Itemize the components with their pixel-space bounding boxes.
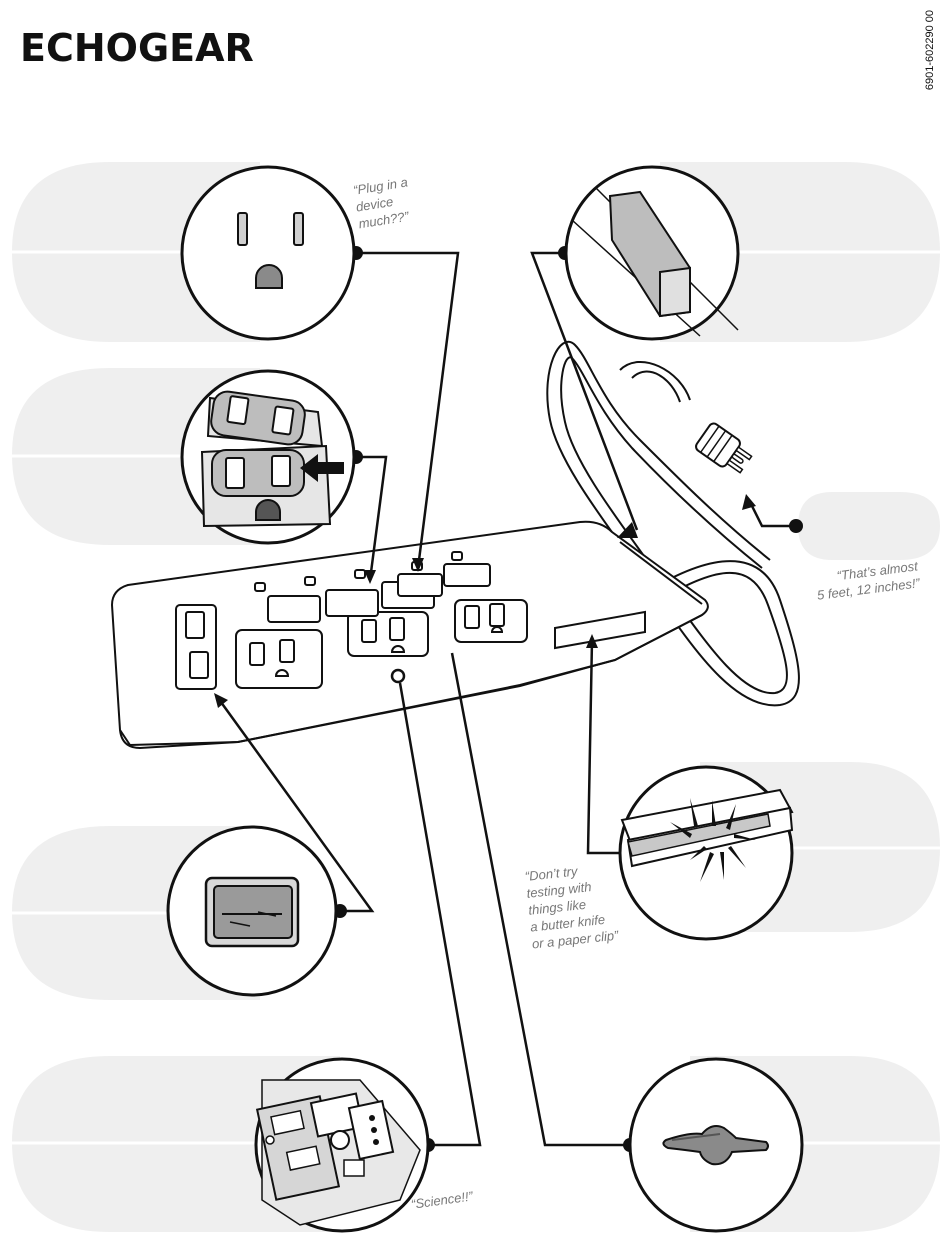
- leader-circuit: [400, 683, 480, 1145]
- circuit-board-closeup: [256, 1059, 428, 1231]
- outlet-closeup: [182, 167, 354, 339]
- usb-port-closeup: [168, 827, 336, 995]
- power-strip: [112, 522, 708, 748]
- plug-icon: [694, 422, 755, 478]
- usb-port-2: [190, 652, 208, 678]
- quote-butter-knife: “Don’t try testing with things like a bu…: [524, 859, 619, 953]
- rotating-outlet-closeup: [182, 371, 354, 543]
- usb-port-1: [186, 612, 204, 638]
- outlet-ground-hole: [256, 265, 282, 288]
- fixed-outlet-3: [455, 600, 527, 642]
- quote-plug-in-device: “Plug in a device much??”: [352, 173, 414, 232]
- outlet-slot-left: [238, 213, 247, 245]
- keyhole-mount-closeup: [630, 1059, 802, 1231]
- outlet-slot-right: [294, 213, 303, 245]
- switch-slot-closeup: [620, 767, 792, 939]
- leader-switch: [588, 640, 626, 853]
- leader-outlet: [356, 253, 458, 568]
- fixed-outlet-1: [236, 630, 322, 688]
- leader-cord: [750, 502, 796, 526]
- indicator-light: [392, 670, 404, 682]
- mounting-edge-closeup: [566, 167, 738, 339]
- panel-cord-length: [798, 492, 940, 560]
- fixed-outlet-2: [348, 612, 428, 656]
